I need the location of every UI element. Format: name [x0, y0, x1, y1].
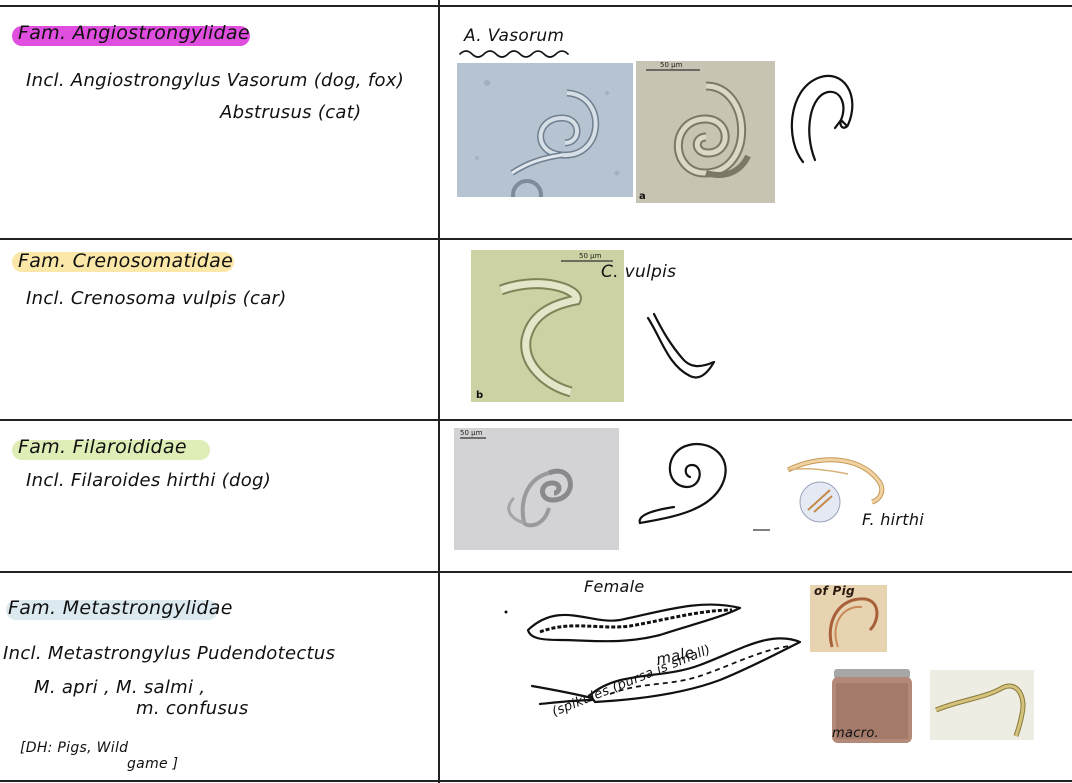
column-divider [438, 0, 440, 783]
row-divider [0, 571, 1072, 573]
diagram-image [748, 430, 923, 540]
row-divider [0, 238, 1072, 240]
micrograph-photo: 50 µm b [471, 250, 624, 402]
definitive-host-note: game ] [127, 756, 179, 772]
row-divider [0, 780, 1072, 782]
family-included-species: Incl. Filaroides hirthi (dog) [26, 470, 272, 491]
family-included-species: Incl. Crenosoma vulpis (car) [26, 288, 287, 309]
macro-label: macro. [832, 726, 880, 741]
species-heading: A. Vasorum [464, 26, 565, 46]
host-label: of Pig [814, 584, 855, 598]
family-title: Fam. Angiostrongylidae [18, 22, 250, 44]
micrograph-photo [810, 585, 887, 652]
micrograph-photo: 50 µm [454, 428, 619, 550]
family-title: Fam. Metastrongylidae [8, 597, 233, 619]
specimen-jar-photo [828, 665, 916, 745]
row-divider [0, 419, 1072, 421]
scale-bar-label: 50 µm [460, 429, 483, 437]
family-included-species: m. confusus [136, 698, 249, 719]
family-title: Fam. Filaroididae [18, 436, 187, 458]
definitive-host-note: [DH: Pigs, Wild [20, 740, 129, 756]
squiggle-underline [459, 50, 569, 58]
panel-letter: a [639, 191, 646, 202]
family-included-species: M. apri , M. salmi , [34, 677, 206, 698]
family-included-species: Incl. Angiostrongylus Vasorum (dog, fox) [26, 70, 405, 91]
micrograph-photo: 50 µm a [636, 61, 775, 203]
family-highlight [12, 252, 234, 272]
family-included-species: Abstrusus (cat) [220, 102, 362, 123]
family-highlight [12, 440, 210, 460]
family-included-species: Incl. Metastrongylus Pudendotectus [3, 643, 336, 664]
scale-bar-label: 50 µm [660, 61, 683, 69]
species-label: F. hirthi [862, 510, 925, 529]
specimen-photo [930, 670, 1034, 740]
family-title: Fam. Crenosomatidae [18, 250, 234, 272]
row-divider [0, 5, 1072, 7]
family-highlight [12, 26, 250, 46]
adult-worm-sketches [504, 603, 802, 706]
sex-label-female: Female [584, 577, 645, 596]
scale-bar-label: 50 µm [579, 252, 602, 260]
micrograph-photo [457, 63, 633, 197]
larva-sketch [646, 312, 716, 379]
panel-letter: b [476, 390, 483, 401]
species-label: C. vulpis [601, 262, 677, 282]
larva-sketch [638, 442, 727, 525]
family-highlight [6, 600, 218, 620]
larva-sketch [790, 74, 854, 164]
